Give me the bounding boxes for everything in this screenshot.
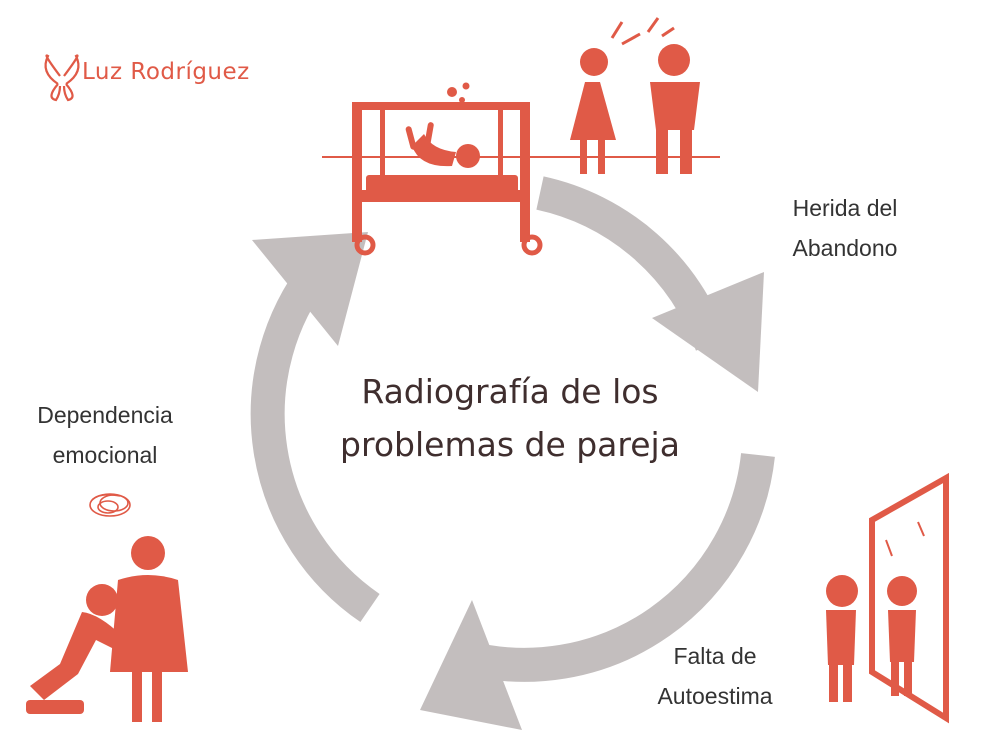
label-dependencia-emocional: Dependencia emocional — [0, 395, 210, 475]
brand-logo: Luz Rodríguez — [40, 52, 250, 92]
arrow-heads — [252, 232, 764, 730]
label-falta-line-2: Autoestima — [657, 683, 773, 709]
brand-name: Luz Rodríguez — [82, 59, 250, 85]
label-falta-autoestima: Falta de Autoestima — [620, 636, 810, 716]
crib-baby-arguing-couple-icon — [322, 17, 720, 256]
label-falta-line-1: Falta de — [673, 643, 757, 669]
kneeling-person-icon — [26, 493, 188, 722]
title-line-2: problemas de pareja — [340, 425, 680, 464]
person-mirror-icon — [826, 472, 949, 724]
arrow-head-left — [252, 232, 368, 346]
label-dependencia-line-1: Dependencia — [37, 402, 173, 428]
arrow-bottom-arc — [463, 453, 775, 682]
title-line-1: Radiografía de los — [361, 372, 659, 411]
label-herida-line-1: Herida del — [792, 195, 898, 221]
label-herida-abandono: Herida del Abandono — [740, 188, 950, 268]
arrow-head-right — [652, 272, 764, 392]
butterfly-icon — [44, 54, 80, 102]
label-herida-line-2: Abandono — [792, 235, 898, 261]
arrow-head-bottom — [420, 600, 522, 730]
arrow-left-arc — [250, 259, 380, 623]
diagram-title: Radiografía de los problemas de pareja — [250, 365, 770, 471]
label-dependencia-line-2: emocional — [52, 442, 158, 468]
